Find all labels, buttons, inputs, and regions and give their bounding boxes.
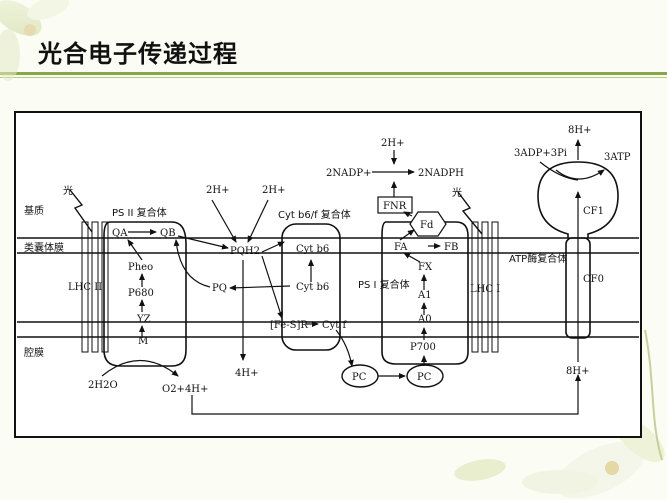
label-matrix: 基质: [24, 204, 44, 217]
four-h-lumen: 4H+: [235, 368, 258, 379]
eight-h-top: 8H+: [568, 125, 591, 136]
adp: 3ADP+3Pi: [514, 148, 567, 159]
label-lumen: 腔膜: [24, 346, 44, 359]
oxygen: O2+4H+: [162, 384, 208, 395]
a1: A1: [417, 290, 432, 301]
membrane-lines: [17, 237, 639, 338]
proton-flow-arrow: [191, 374, 581, 415]
fb: FB: [444, 242, 458, 253]
atp-synthase-cf1: [537, 161, 619, 238]
decor-flower-top-left: [0, 0, 69, 81]
fnr-box: [377, 196, 413, 214]
label-thylakoid: 类囊体膜: [24, 241, 64, 254]
ps2-p680: P680: [128, 288, 154, 299]
lhc2: [69, 189, 109, 353]
label-light-2: 光: [452, 186, 462, 199]
ps2-complex: [103, 221, 187, 367]
two-h-stroma-1: 2H+: [206, 185, 229, 196]
pc-bound-label: PC: [417, 372, 432, 383]
label-cytb6f: Cyt b6/f 复合体: [278, 208, 351, 221]
cytb6-lower: Cyt b6: [296, 282, 329, 293]
nadp: 2NADP+: [326, 168, 371, 179]
slide-title: 光合电子传递过程: [38, 40, 238, 68]
label-light-1: 光: [63, 184, 73, 197]
ps1-complex: [381, 221, 469, 365]
two-h-fnr: 2H+: [381, 138, 404, 149]
fes: [Fe-S]R: [270, 320, 308, 331]
lhc1: [457, 191, 499, 353]
cytf: Cyt f: [322, 320, 347, 331]
ps1-arrows: [372, 150, 441, 366]
ps2-m: M: [138, 336, 148, 347]
water-arc-arrow: [101, 359, 179, 377]
lightning-icon-lhc2: [69, 189, 93, 233]
lightning-icon-lhc1: [457, 191, 483, 235]
label-ps1: PS I 复合体: [358, 278, 410, 291]
fd: Fd: [420, 220, 434, 231]
nadph: 2NADPH: [418, 168, 464, 179]
fa: FA: [394, 242, 408, 253]
title-rule-thin: [0, 77, 667, 78]
fd-hexagon: [409, 211, 447, 237]
pqh2: PQH2: [230, 246, 260, 257]
label-lhc1: LHC I: [470, 284, 500, 295]
two-h-stroma-2: 2H+: [262, 185, 285, 196]
a0: A0: [417, 314, 432, 325]
fnr: FNR: [383, 201, 407, 212]
pq-arrows: [173, 199, 291, 361]
title-rule: [0, 72, 667, 75]
pq: PQ: [212, 283, 227, 294]
cytb6-upper: Cyt b6: [296, 244, 329, 255]
fx: FX: [418, 262, 433, 273]
label-lhc2: LHC II: [68, 282, 102, 293]
label-ps2: PS II 复合体: [112, 206, 167, 219]
atp-arrows: [539, 139, 605, 362]
ps2-qa: QA: [112, 228, 128, 239]
pc-bound: [406, 364, 444, 388]
p700: P700: [410, 342, 436, 353]
cf0: CF0: [583, 274, 604, 285]
ps2-arrows: [127, 229, 157, 338]
label-atp-synthase: ATP酶复合体: [509, 252, 567, 265]
diagram-frame: [14, 111, 642, 438]
ps2-pheo: Pheo: [128, 262, 153, 273]
atp: 3ATP: [604, 152, 631, 163]
ps2-yz: YZ: [136, 314, 151, 325]
water: 2H2O: [88, 380, 118, 391]
ps2-qb: QB: [160, 228, 176, 239]
cytb6f-arrows: [306, 259, 354, 367]
pc-free-label: PC: [352, 372, 367, 383]
eight-h-bottom: 8H+: [566, 366, 589, 377]
cf1: CF1: [583, 206, 604, 217]
cytb6f-complex: [281, 223, 341, 351]
